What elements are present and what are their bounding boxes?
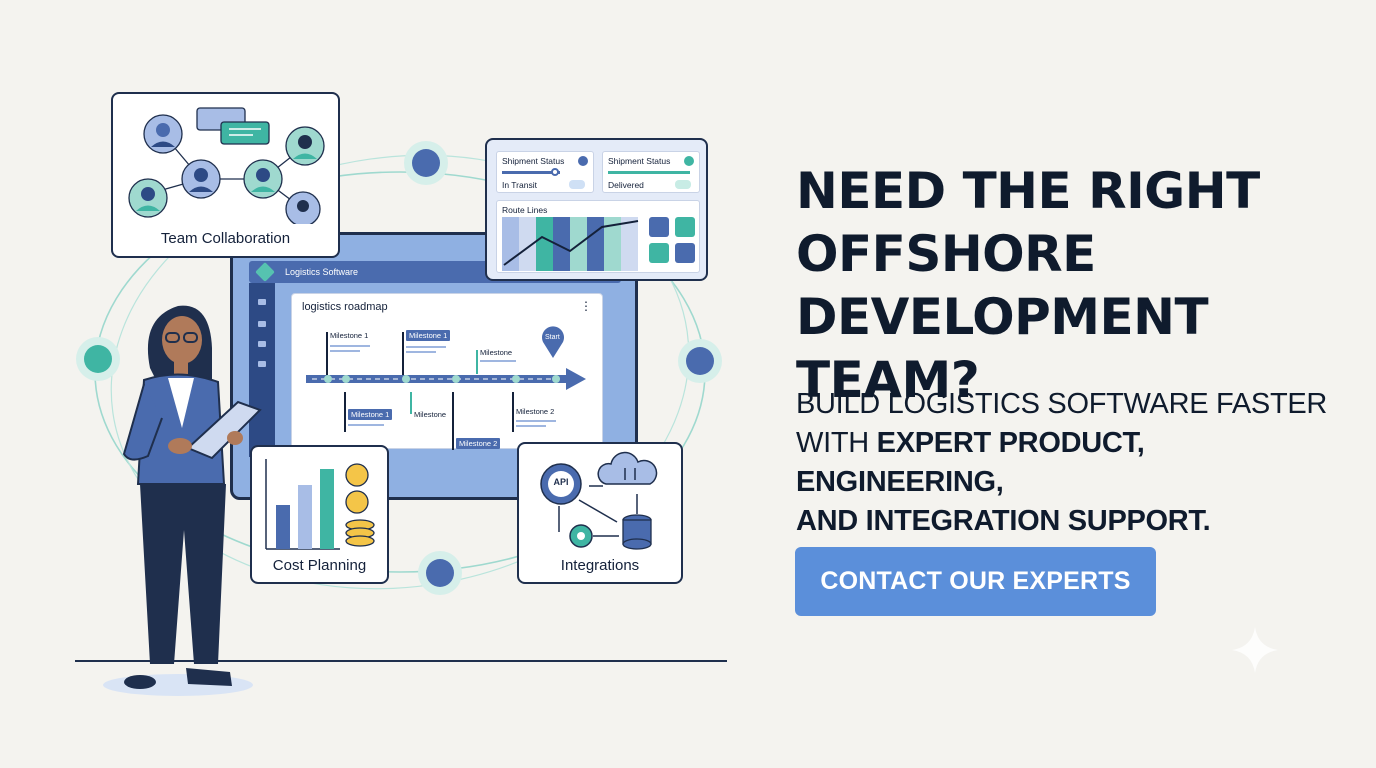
route-lines-panel: Route Lines bbox=[496, 200, 700, 273]
kebab-menu-icon: ⋮ bbox=[580, 299, 592, 313]
milestone-label: Milestone bbox=[414, 410, 447, 419]
headline-line: OFFSHORE bbox=[796, 225, 1096, 283]
milestone-label: Milestone 2 bbox=[516, 407, 555, 416]
integrations-diagram-icon bbox=[540, 451, 658, 550]
shipment-status-card: Shipment Status In Transit Shipment Stat… bbox=[485, 138, 708, 281]
roadmap-panel: logistics roadmap ⋮ Milestone 1 Mileston… bbox=[291, 293, 603, 450]
route-lines-title: Route Lines bbox=[502, 205, 548, 215]
roadmap-title: logistics roadmap bbox=[302, 301, 388, 313]
milestone-label: Milestone 1 bbox=[330, 331, 369, 340]
map-icon bbox=[649, 243, 669, 263]
subheadline-emphasis: EXPERT PRODUCT, ENGINEERING, bbox=[796, 427, 1145, 498]
route-chart-icon bbox=[502, 217, 639, 271]
status-tile-value: In Transit bbox=[502, 180, 537, 190]
subheadline: BUILD LOGISTICS SOFTWARE FASTER WITH EXP… bbox=[796, 385, 1356, 541]
trend-icon bbox=[649, 217, 669, 237]
status-tile: Shipment Status In Transit bbox=[496, 151, 594, 193]
cost-planning-card: Cost Planning bbox=[250, 445, 389, 584]
team-network-icon bbox=[128, 107, 325, 224]
check-icon bbox=[569, 180, 585, 189]
location-pin-icon bbox=[542, 326, 564, 358]
timeline-arrow bbox=[306, 368, 586, 390]
milestone-label: Milestone 2 bbox=[456, 438, 501, 449]
status-tile-title: Shipment Status bbox=[608, 156, 671, 166]
check-icon bbox=[578, 156, 588, 166]
bar-chart-coins-icon bbox=[265, 459, 375, 550]
subheadline-emphasis: AND INTEGRATION SUPPORT. bbox=[796, 505, 1211, 537]
contact-experts-button[interactable]: CONTACT OUR EXPERTS bbox=[795, 547, 1156, 616]
box-icon bbox=[675, 217, 695, 237]
status-tile-value: Delivered bbox=[608, 180, 644, 190]
milestone-label: Milestone 1 bbox=[348, 409, 393, 420]
headline: NEED THE RIGHT OFFSHORE DEVELOPMENT TEAM… bbox=[796, 160, 1336, 412]
milestone-label: Milestone bbox=[480, 348, 513, 357]
milestone-label: Milestone 1 bbox=[406, 330, 451, 341]
integrations-card: API Integrations bbox=[517, 442, 683, 584]
headline-line: NEED THE RIGHT bbox=[796, 162, 1260, 220]
sparkle-icon bbox=[1232, 627, 1278, 673]
subheadline-text: WITH bbox=[796, 427, 877, 459]
cost-planning-caption: Cost Planning bbox=[272, 557, 367, 574]
presenter-woman-figure bbox=[122, 305, 262, 689]
start-label: Start bbox=[545, 334, 560, 341]
api-label: API bbox=[553, 477, 569, 487]
check-icon bbox=[684, 156, 694, 166]
status-tile-title: Shipment Status bbox=[502, 156, 565, 166]
subheadline-line: WITH EXPERT PRODUCT, ENGINEERING, bbox=[796, 424, 1356, 502]
status-tile: Shipment Status Delivered bbox=[602, 151, 700, 193]
team-collaboration-card: Team Collaboration bbox=[111, 92, 340, 258]
monitor-sidebar bbox=[249, 283, 275, 457]
check-icon bbox=[675, 180, 691, 189]
subheadline-line: AND INTEGRATION SUPPORT. bbox=[796, 502, 1356, 541]
team-collaboration-caption: Team Collaboration bbox=[160, 230, 291, 247]
subheadline-line: BUILD LOGISTICS SOFTWARE FASTER bbox=[796, 388, 1328, 420]
integrations-caption: Integrations bbox=[560, 557, 640, 574]
headline-line: DEVELOPMENT TEAM? bbox=[796, 288, 1209, 409]
list-icon bbox=[675, 243, 695, 263]
